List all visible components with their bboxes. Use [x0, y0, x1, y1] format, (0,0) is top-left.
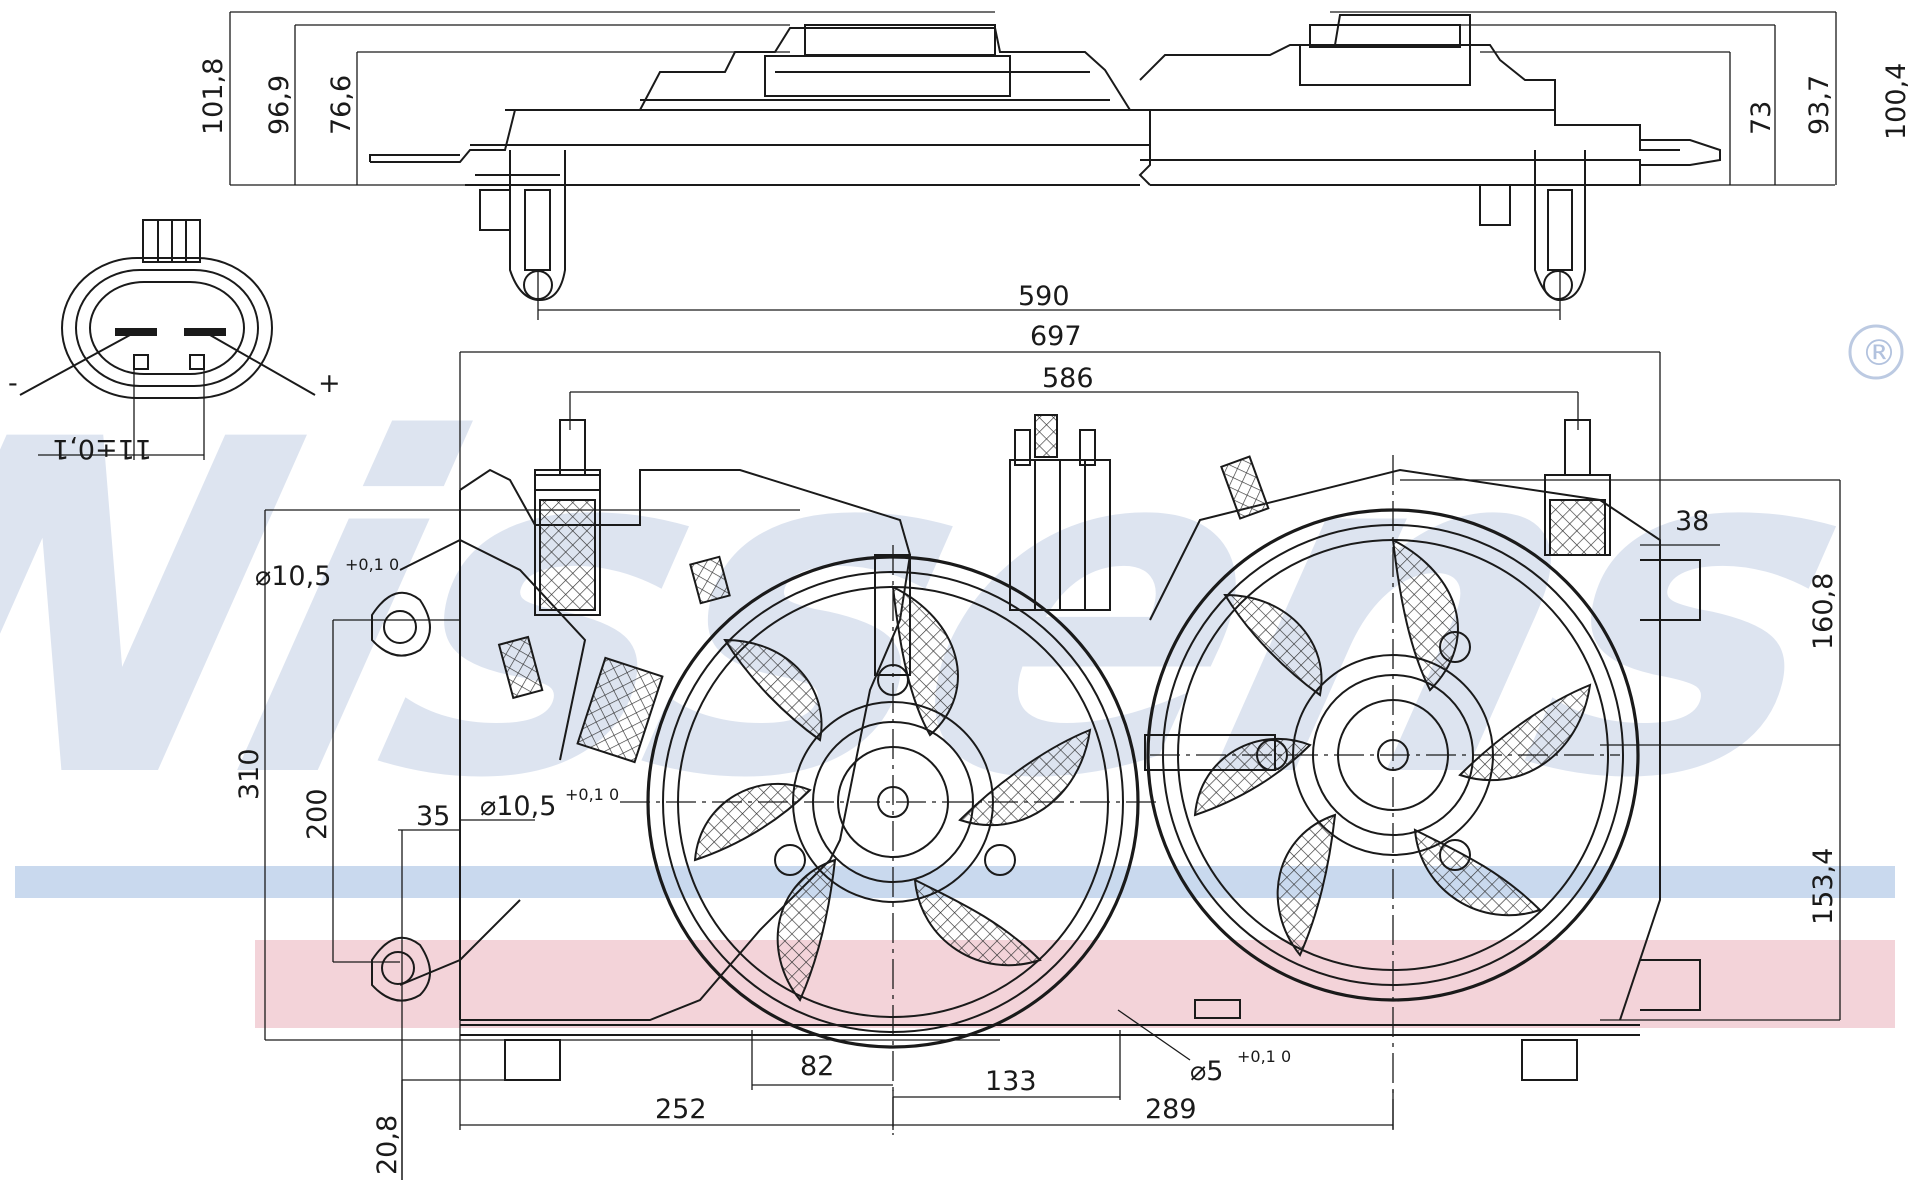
watermark-logo: Nissens — [0, 344, 1888, 880]
dim-93-7: 93,7 — [1804, 75, 1835, 135]
watermark-stripe-blue — [15, 866, 1895, 898]
dim-101-8: 101,8 — [198, 58, 229, 135]
dim-96-9: 96,9 — [264, 75, 295, 135]
dim-160-8: 160,8 — [1808, 573, 1839, 650]
dim-20-8: 20,8 — [372, 1115, 403, 1175]
dim-252: 252 — [655, 1094, 707, 1125]
dim-289: 289 — [1145, 1094, 1197, 1125]
dim-73: 73 — [1746, 101, 1777, 135]
dim-76-6: 76,6 — [326, 75, 357, 135]
hole-lower-label: ⌀10,5 — [480, 791, 556, 822]
dim-35: 35 — [416, 801, 450, 832]
dim-697: 697 — [1030, 321, 1082, 352]
polarity-plus: + — [318, 368, 341, 399]
hole-upper-tol: +0,1 0 — [345, 555, 399, 574]
dim-590: 590 — [1018, 281, 1070, 312]
dim-586: 586 — [1042, 363, 1094, 394]
dim-100-4: 100,4 — [1881, 63, 1912, 140]
polarity-minus: - — [8, 368, 18, 399]
registered-mark: ® — [1861, 333, 1897, 374]
dim-200: 200 — [302, 788, 333, 840]
hole-upper-label: ⌀10,5 — [255, 561, 331, 592]
dim-153-4: 153,4 — [1808, 848, 1839, 925]
connector-detail: - + 11±0,1 — [8, 219, 341, 464]
registered-mark-circle — [1848, 324, 1904, 380]
hole-small-label: ⌀5 — [1190, 1056, 1223, 1087]
dim-82: 82 — [800, 1051, 834, 1082]
hole-small-tol: +0,1 0 — [1237, 1047, 1291, 1066]
top-view: 101,8 96,9 76,6 73 93,7 100,4 590 — [198, 11, 1912, 320]
hole-lower-tol: +0,1 0 — [565, 785, 619, 804]
watermark-stripe-red — [255, 940, 1895, 1028]
front-view: 697 586 310 200 35 ⌀10,5 +0,1 0 ⌀10,5 +0… — [234, 321, 1841, 1180]
pin-spacing: 11±0,1 — [52, 433, 152, 464]
dim-310: 310 — [234, 748, 265, 800]
dim-38: 38 — [1675, 506, 1709, 537]
dim-133: 133 — [985, 1066, 1037, 1097]
